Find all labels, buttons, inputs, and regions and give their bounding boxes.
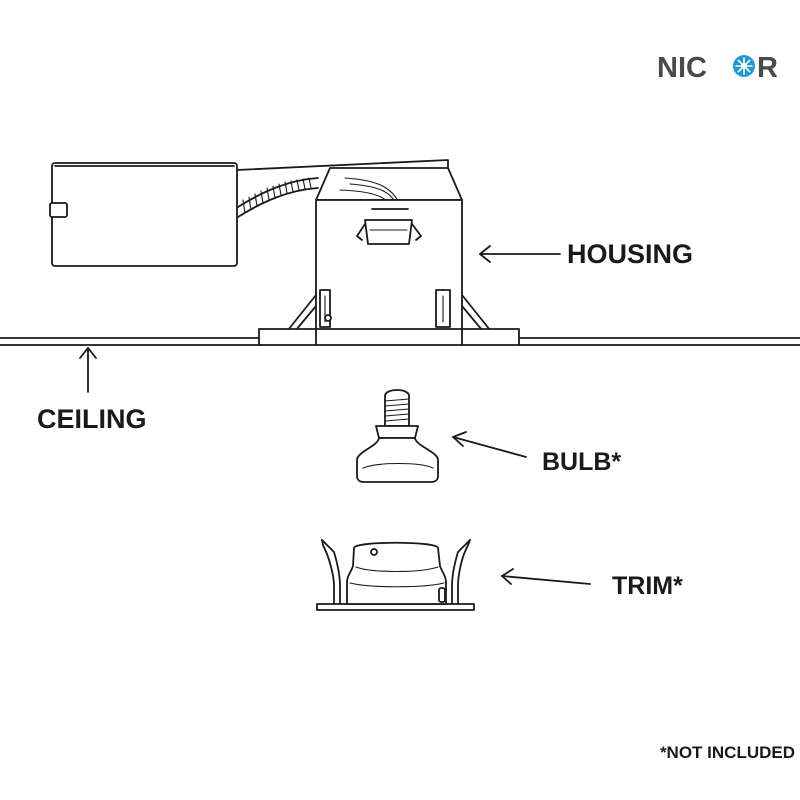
- brand-name-right: R: [757, 52, 778, 84]
- housing-mounting-frame: [258, 294, 520, 346]
- bulb-drawing: [356, 389, 439, 483]
- ceiling-label: CEILING: [37, 404, 147, 434]
- lamp-socket: [356, 208, 422, 245]
- junction-box: [49, 162, 238, 267]
- flex-conduit: [237, 177, 319, 218]
- ceiling-arrow: [79, 347, 97, 393]
- housing-clips: [319, 289, 451, 328]
- brand-name-left: NIC: [657, 52, 707, 84]
- ceiling-plane: [0, 337, 800, 346]
- brand-logo: NIC R: [657, 52, 778, 84]
- footnote-not-included: *NOT INCLUDED: [660, 743, 795, 762]
- trim-arrow: [501, 568, 591, 585]
- bulb-label: BULB*: [542, 448, 621, 476]
- trim-label: TRIM*: [612, 572, 683, 600]
- housing-top-plate: [236, 159, 463, 206]
- housing-arrow: [479, 245, 561, 263]
- housing-label: HOUSING: [567, 239, 693, 269]
- housing-drawing: [49, 159, 520, 346]
- brand-star-icon: [733, 55, 755, 77]
- trim-drawing: [316, 539, 475, 611]
- bulb-arrow: [452, 431, 527, 458]
